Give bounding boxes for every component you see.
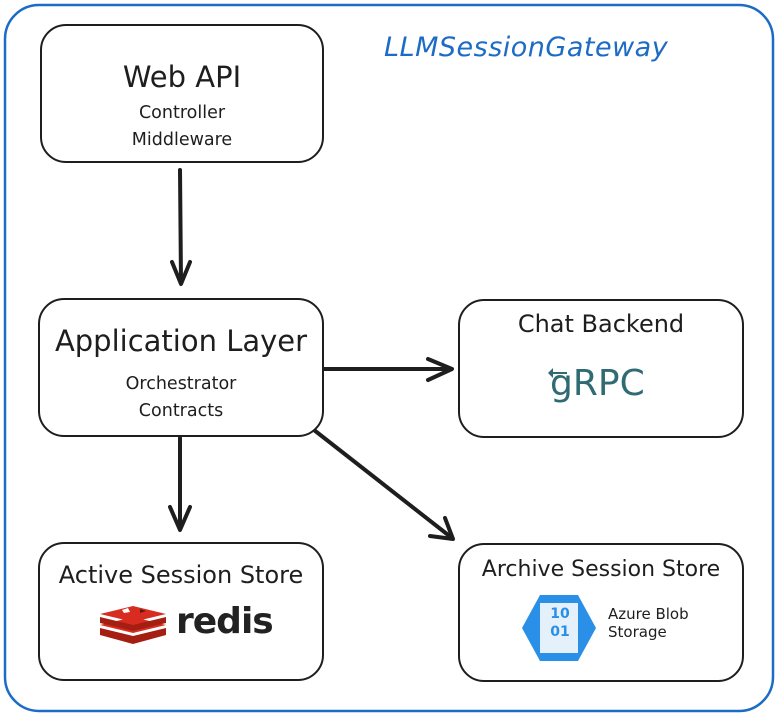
archive-session-store-node: Archive Session Store 10 01 Azure Blob S… [458, 543, 744, 682]
diagram-title: LLMSessionGateway [384, 32, 669, 63]
archive-store-title: Archive Session Store [481, 557, 721, 582]
azure-label-line-1: Azure Blob [608, 605, 689, 623]
active-store-title: Active Session Store [58, 561, 304, 589]
web-api-node: Web API Controller Middleware [40, 24, 324, 163]
application-layer-line-2: Contracts [138, 401, 224, 422]
web-api-line-2: Middleware [131, 130, 233, 151]
edge-application-to-archive-store [312, 428, 455, 541]
grpc-logo-text: gRPC [550, 363, 645, 404]
application-layer-node: Application Layer Orchestrator Contracts [38, 298, 324, 437]
grpc-logo: gRPC [548, 363, 670, 404]
edge-application-to-active-store [168, 436, 192, 532]
outer-frame [3, 3, 775, 713]
redis-logo-icon [100, 606, 166, 644]
application-layer-title: Application Layer [54, 324, 308, 358]
chat-backend-title: Chat Backend [517, 310, 685, 338]
active-session-store-node: Active Session Store redis [38, 542, 324, 681]
azure-icon-digits-1: 10 [550, 606, 570, 622]
azure-label-line-2: Storage [608, 623, 667, 641]
chat-backend-node: Chat Backend gRPC [458, 299, 744, 438]
web-api-title: Web API [122, 60, 242, 94]
edge-application-to-chat-backend [322, 357, 454, 382]
grpc-arrow-icon [548, 368, 567, 378]
redis-logo-text: redis [176, 601, 274, 642]
edge-webapi-to-application [170, 168, 192, 286]
azure-blob-storage-icon [522, 595, 596, 661]
web-api-line-1: Controller [138, 103, 226, 123]
application-layer-line-1: Orchestrator [125, 374, 237, 394]
azure-icon-digits-2: 01 [550, 624, 570, 640]
